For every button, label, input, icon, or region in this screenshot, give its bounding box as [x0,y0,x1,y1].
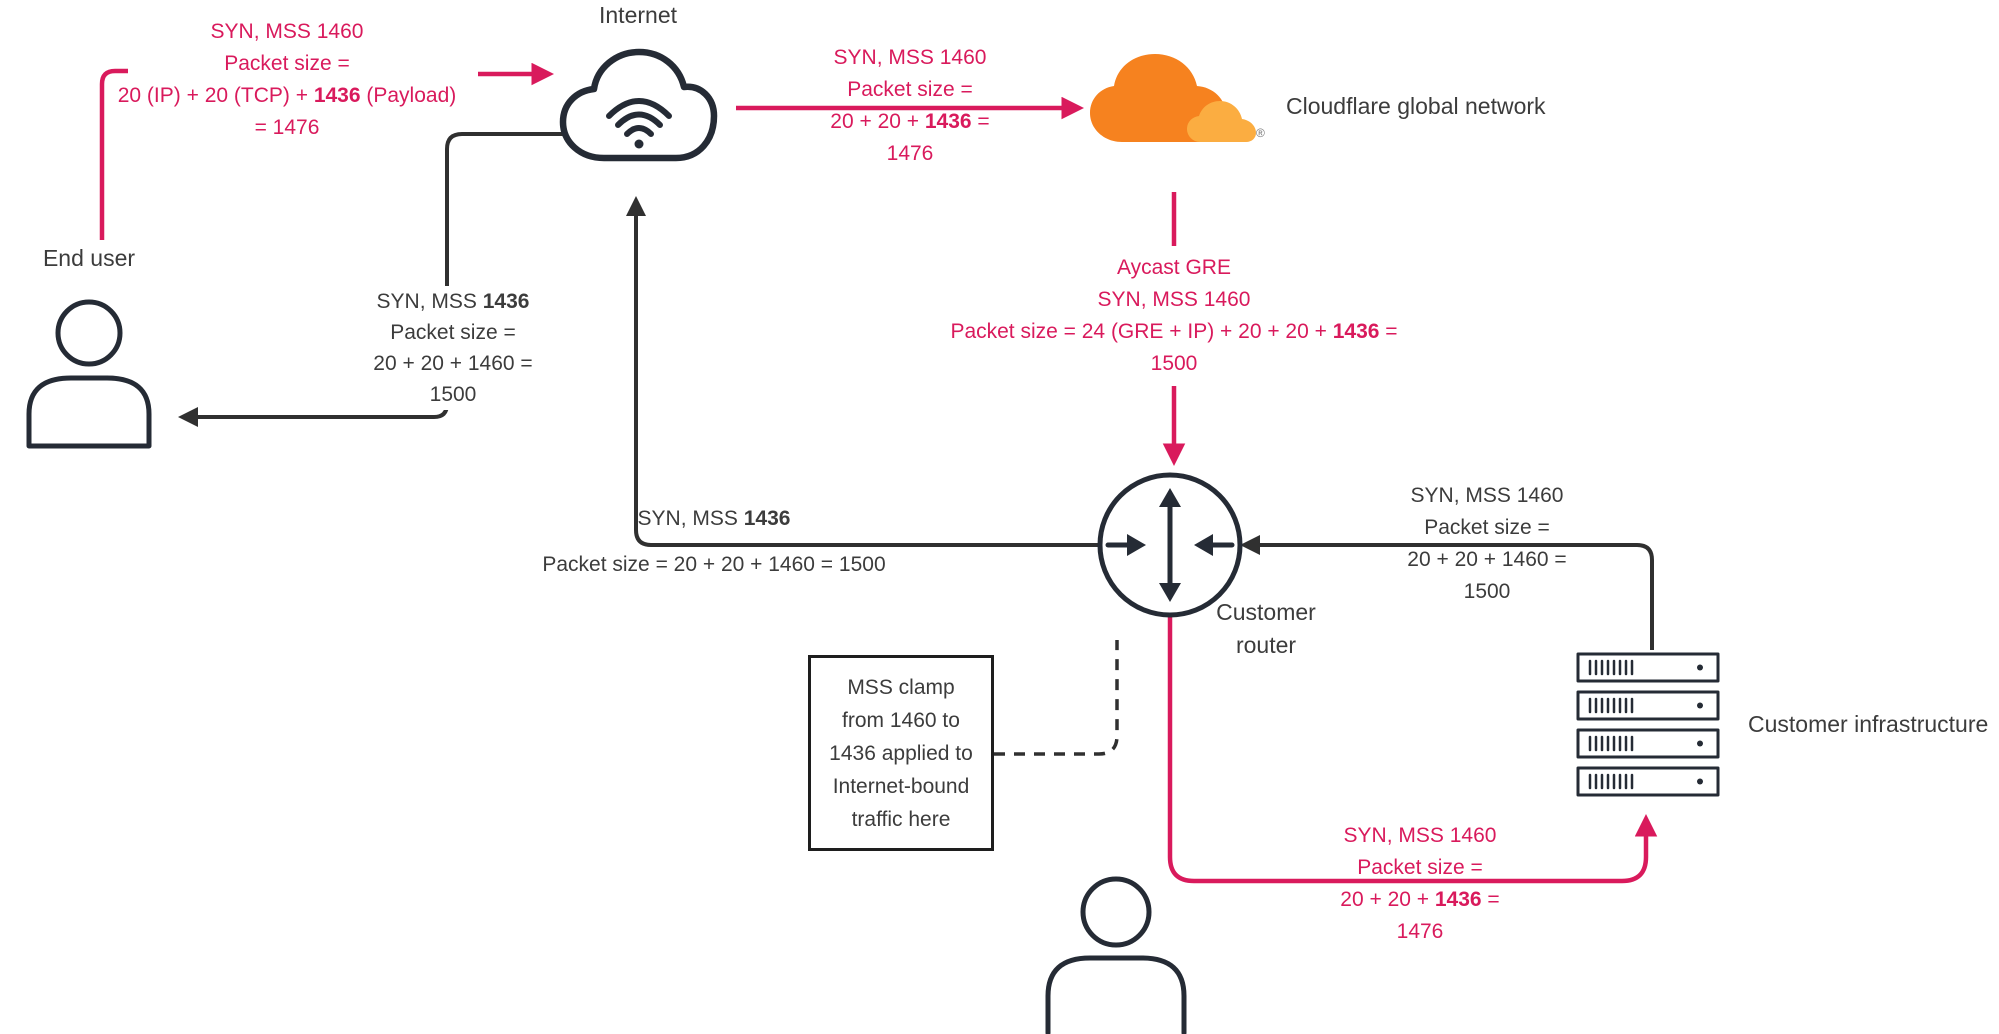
annotation-internet-to-user: SYN, MSS 1436 Packet size = 20 + 20 + 14… [323,286,583,410]
annotation-line: 20 (IP) + 20 (TCP) + 1436 (Payload) [67,80,507,112]
annotation-line: 1500 [1463,580,1511,603]
edge-router-to-infrastructure-arrow [1167,617,1658,884]
note-line: MSS clamp [847,676,955,699]
end-user-icon [26,299,152,449]
edge-clamp-note-to-router-dashed [994,640,1119,756]
annotation-line: Packet size = [224,52,350,75]
annotation-line: SYN, MSS 1436 [323,286,583,317]
wifi-arcs-icon [606,98,672,137]
internet-cloud-icon [559,48,718,162]
note-line: 1436 applied to [829,742,973,765]
annotation-line: 20 + 20 + 1460 = [373,352,533,375]
server-icon [1576,728,1720,759]
text-segment-bold: 1436 [924,110,972,133]
annotation-line: SYN, MSS 1460 [833,46,987,69]
annotation-line: SYN, MSS 1460 [1097,288,1251,311]
annotation-line: 1476 [1396,920,1444,943]
note-line: from 1460 to [842,709,960,732]
text-segment: = [971,110,990,133]
annotation-line: 20 + 20 + 1436 = [790,106,1030,138]
edge-infrastructure-to-router-arrow [1240,535,1654,650]
annotation-internet-to-cloudflare: SYN, MSS 1460 Packet size = 20 + 20 + 14… [790,42,1030,170]
internet-label: Internet [599,2,677,28]
end-user-label: End user [42,245,136,271]
text-segment: (Payload) [360,84,457,107]
text-segment: Packet size = 24 (GRE + IP) + 20 + 20 + [950,320,1333,343]
annotation-cloudflare-to-router: Aycast GRE SYN, MSS 1460 Packet size = 2… [894,252,1454,380]
text-segment: 20 (IP) + 20 (TCP) + [117,84,314,107]
server-rack-icon [1576,652,1720,797]
edge-internet-to-enduser-arrow [178,132,572,427]
annotation-router-to-infrastructure: SYN, MSS 1460 Packet size = 20 + 20 + 14… [1280,820,1560,948]
note-line: traffic here [851,808,951,831]
label-line: Customer [1216,599,1316,625]
server-icon [1576,652,1720,683]
annotation-line: Aycast GRE [1117,256,1231,279]
person-icon [1045,876,1187,1034]
annotation-user-to-internet: SYN, MSS 1460 Packet size = 20 (IP) + 20… [67,16,507,144]
text-segment-bold: 1436 [1332,320,1380,343]
text-segment-bold: 1436 [482,290,530,313]
note-line: Internet-bound [832,775,970,798]
text-segment: 20 + 20 + [1340,888,1435,911]
annotation-line: = 1476 [254,116,320,139]
text-segment-bold: 1436 [313,84,361,107]
text-segment-bold: 1436 [1434,888,1482,911]
annotation-infrastructure-to-router: SYN, MSS 1460 Packet size = 20 + 20 + 14… [1367,480,1607,608]
annotation-line: SYN, MSS 1460 [1410,484,1564,507]
annotation-line: 20 + 20 + 1436 = [1280,884,1560,916]
annotation-line: Packet size = 24 (GRE + IP) + 20 + 20 + … [894,316,1454,348]
annotation-line: Packet size = [1424,516,1550,539]
annotation-line: 1500 [429,383,477,406]
annotation-line: SYN, MSS 1460 [1343,824,1497,847]
annotation-line: 1500 [1150,352,1198,375]
annotation-line: SYN, MSS 1460 [210,20,364,43]
annotation-line: 20 + 20 + 1460 = [1407,548,1567,571]
label-line: router [1235,632,1297,658]
text-segment: SYN, MSS [637,507,744,530]
customer-router-icon [1097,472,1243,618]
annotation-line: Packet size = [1357,856,1483,879]
registered-trademark-mark: ® [1256,126,1265,140]
edge-enduser-up-stub [99,68,128,240]
text-segment: = [1481,888,1500,911]
server-icon [1576,690,1720,721]
text-segment: SYN, MSS [376,290,483,313]
cloudflare-logo-icon [1090,54,1256,142]
text-segment: = [1379,320,1398,343]
annotation-router-to-internet-line2: Packet size = 20 + 20 + 1460 = 1500 [542,553,886,576]
annotation-line: Packet size = [847,78,973,101]
server-icon [1576,766,1720,797]
text-segment-bold: 1436 [743,507,791,530]
customer-router-label: Customer router [1196,596,1336,662]
text-segment: 20 + 20 + [830,110,925,133]
edge-router-to-internet-arrow [626,196,1100,547]
annotation-router-to-internet-line1: SYN, MSS 1436 [584,506,844,532]
mss-clamp-note-box: MSS clamp from 1460 to 1436 applied to I… [808,655,994,851]
annotation-line: Packet size = [390,321,516,344]
cloudflare-network-label: Cloudflare global network [1286,93,1546,119]
annotation-line: 1476 [886,142,934,165]
customer-infrastructure-label: Customer infrastructure [1748,711,1989,737]
